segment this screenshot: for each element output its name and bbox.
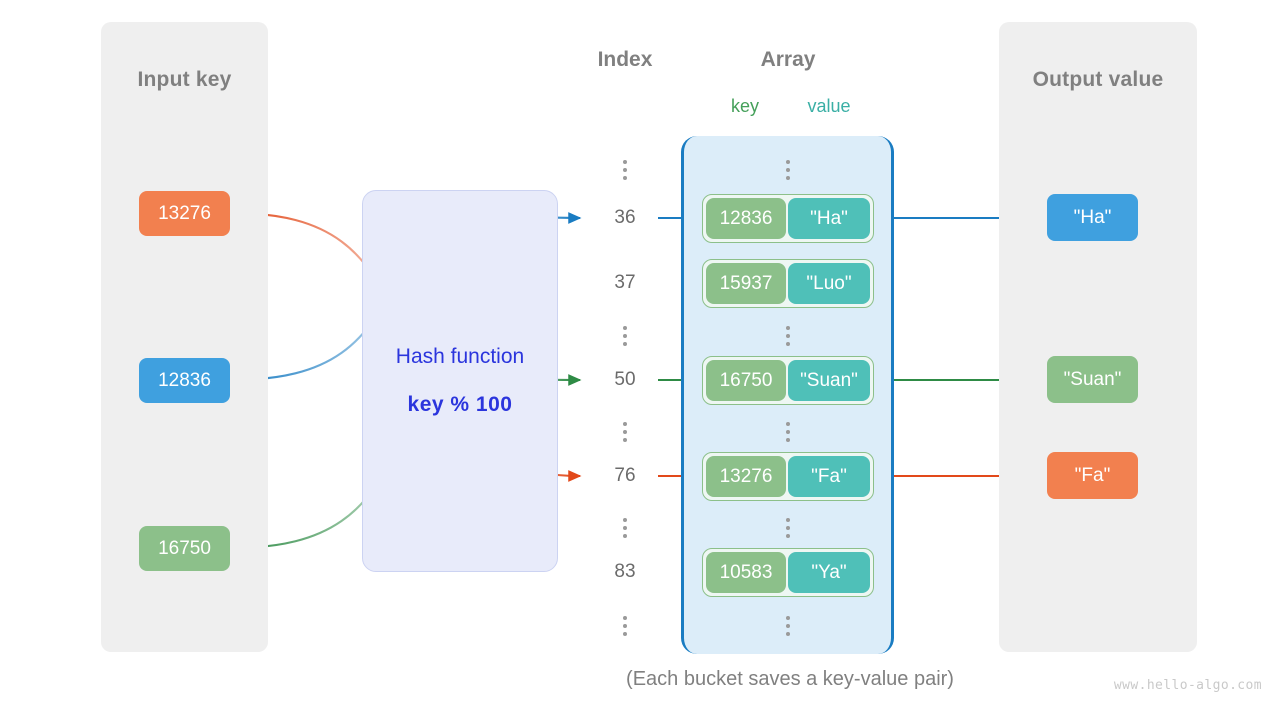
input-key-12836[interactable]: 12836: [139, 358, 230, 403]
bucket-key-16750: 16750: [706, 360, 786, 401]
array-ellipsis-3: [779, 418, 797, 446]
hash-function-label: Hash function: [395, 345, 525, 368]
bucket-value-luo: "Luo": [788, 263, 870, 304]
array-ellipsis-2: [779, 322, 797, 350]
bucket-value-ya: "Ya": [788, 552, 870, 593]
output-value-fa[interactable]: "Fa": [1047, 452, 1138, 499]
array-ellipsis-top: [779, 156, 797, 184]
site-watermark: www.hello-algo.com: [1113, 678, 1262, 693]
input-panel-title: Input key: [137, 68, 232, 91]
bucket-value-fa: "Fa": [788, 456, 870, 497]
index-76[interactable]: 76: [614, 465, 636, 486]
bucket-key-15937: 15937: [706, 263, 786, 304]
bucket-index-50[interactable]: 16750 "Suan": [702, 356, 874, 405]
bucket-value-suan: "Suan": [788, 360, 870, 401]
bucket-key-13276: 13276: [706, 456, 786, 497]
input-key-13276[interactable]: 13276: [139, 191, 230, 236]
bucket-key-10583: 10583: [706, 552, 786, 593]
hash-function-expression: key % 100: [407, 393, 513, 416]
output-value-ha[interactable]: "Ha": [1047, 194, 1138, 241]
output-value-suan[interactable]: "Suan": [1047, 356, 1138, 403]
output-panel-title: Output value: [1032, 68, 1164, 91]
index-83[interactable]: 83: [614, 561, 636, 582]
index-ellipsis-4: [616, 514, 634, 542]
index-ellipsis-bottom: [616, 612, 634, 640]
index-ellipsis-3: [616, 418, 634, 446]
index-column-heading: Index: [597, 48, 653, 71]
value-column-heading: value: [807, 96, 851, 116]
input-key-16750[interactable]: 16750: [139, 526, 230, 571]
index-ellipsis-top: [616, 156, 634, 184]
key-column-heading: key: [730, 96, 759, 116]
index-ellipsis-2: [616, 322, 634, 350]
array-column-heading: Array: [760, 48, 816, 71]
index-36[interactable]: 36: [614, 207, 636, 228]
bucket-index-83[interactable]: 10583 "Ya": [702, 548, 874, 597]
bucket-value-ha: "Ha": [788, 198, 870, 239]
output-value-panel: Output value: [999, 22, 1197, 652]
diagram-caption: (Each bucket saves a key-value pair): [626, 668, 954, 690]
bucket-index-76[interactable]: 13276 "Fa": [702, 452, 874, 501]
hash-function-box: [362, 190, 558, 572]
array-ellipsis-bottom: [779, 612, 797, 640]
array-ellipsis-4: [779, 514, 797, 542]
bucket-index-37[interactable]: 15937 "Luo": [702, 259, 874, 308]
bucket-index-36[interactable]: 12836 "Ha": [702, 194, 874, 243]
index-37[interactable]: 37: [614, 272, 636, 293]
index-50[interactable]: 50: [614, 369, 636, 390]
bucket-key-12836: 12836: [706, 198, 786, 239]
